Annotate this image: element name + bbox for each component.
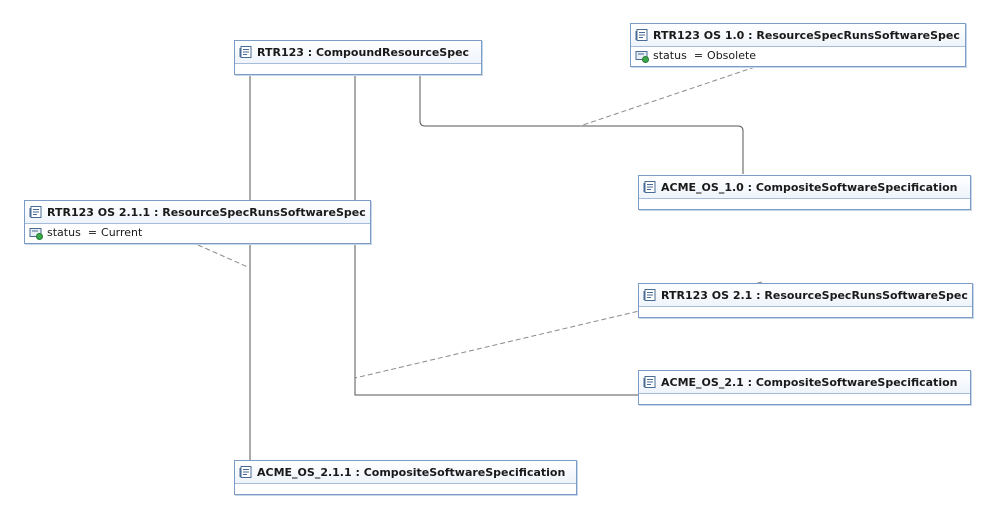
node-acme211-title: ACME_OS_2.1.1 : CompositeSoftwareSpecifi… [235,461,576,484]
instance-icon [643,289,656,301]
node-os21-spec[interactable]: RTR123 OS 2.1 : ResourceSpecRunsSoftware… [638,283,973,318]
instance-icon [643,376,656,388]
node-os10-spec-title: RTR123 OS 1.0 : ResourceSpecRunsSoftware… [631,24,965,47]
attribute-slot-icon [29,227,43,240]
link-rtr123-acme21[interactable] [354,75,638,396]
node-acme211[interactable]: ACME_OS_2.1.1 : CompositeSoftwareSpecifi… [234,460,577,495]
instance-icon [239,466,252,478]
node-label: ACME_OS_2.1 : CompositeSoftwareSpecifica… [661,375,958,389]
instance-icon [635,29,648,41]
node-rtr123[interactable]: RTR123 : CompoundResourceSpec [234,40,482,75]
instance-icon [29,206,42,218]
attribute-value: Obsolete [707,49,757,62]
attribute-row[interactable]: status = Obsolete [631,47,965,64]
node-acme10-title: ACME_OS_1.0 : CompositeSoftwareSpecifica… [639,176,970,199]
dashed-link-os21[interactable] [354,281,763,379]
attribute-name: status [653,49,687,62]
node-acme10[interactable]: ACME_OS_1.0 : CompositeSoftwareSpecifica… [638,175,971,210]
node-label: RTR123 : CompoundResourceSpec [257,45,470,59]
node-os21-spec-title: RTR123 OS 2.1 : ResourceSpecRunsSoftware… [639,284,972,307]
instance-icon [239,46,252,58]
node-rtr123-title: RTR123 : CompoundResourceSpec [235,41,481,64]
node-os211-spec-title: RTR123 OS 2.1.1 : ResourceSpecRunsSoftwa… [25,201,370,224]
node-label: ACME_OS_1.0 : CompositeSoftwareSpecifica… [661,180,958,194]
attribute-row[interactable]: status = Current [25,224,370,241]
node-label: RTR123 OS 2.1 : ResourceSpecRunsSoftware… [661,288,968,302]
node-acme21[interactable]: ACME_OS_2.1 : CompositeSoftwareSpecifica… [638,370,971,405]
attribute-value: Current [101,226,143,239]
dashed-link-os211[interactable] [197,244,251,269]
dashed-link-os10[interactable] [579,66,756,127]
node-os10-spec[interactable]: RTR123 OS 1.0 : ResourceSpecRunsSoftware… [630,23,966,67]
node-label: RTR123 OS 2.1.1 : ResourceSpecRunsSoftwa… [47,205,366,219]
node-acme21-title: ACME_OS_2.1 : CompositeSoftwareSpecifica… [639,371,970,394]
attribute-slot-icon [635,50,649,63]
node-os211-spec[interactable]: RTR123 OS 2.1.1 : ResourceSpecRunsSoftwa… [24,200,371,244]
link-rtr123-acme10[interactable] [419,75,744,174]
attribute-name: status [47,226,81,239]
node-label: RTR123 OS 1.0 : ResourceSpecRunsSoftware… [653,28,960,42]
instance-icon [643,181,656,193]
node-label: ACME_OS_2.1.1 : CompositeSoftwareSpecifi… [257,465,566,479]
